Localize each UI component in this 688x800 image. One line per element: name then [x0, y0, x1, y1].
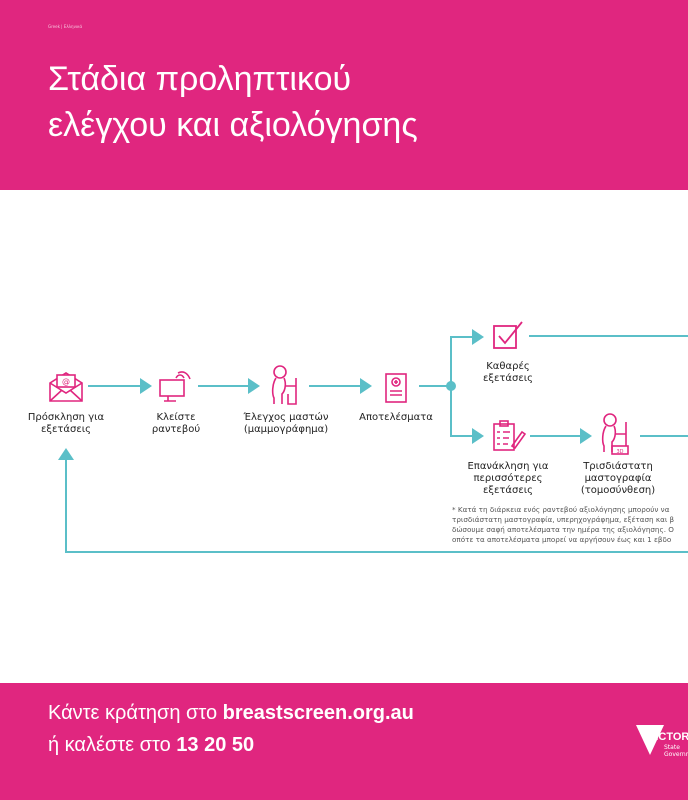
- results-document-icon: [385, 373, 407, 403]
- phone-number[interactable]: 13 20 50: [176, 734, 255, 756]
- footnote-line: * Κατά τη διάρκεια ενός ραντεβού αξιολόγ…: [452, 505, 670, 514]
- step-screening: Έλεγχος μαστών (μαμμογράφημα): [243, 412, 329, 435]
- title-line: ελέγχου και αξιολόγησης: [48, 106, 418, 144]
- step-tomosynthesis: Τρισδιάστατη μαστογραφία (τομοσύνθεση): [580, 461, 656, 496]
- page-title: Στάδια προληπτικού ελέγχου και αξιολόγησ…: [48, 56, 418, 148]
- mammogram-icon: [271, 365, 297, 405]
- footnote-line: δώσουμε σαφή αποτελέσματα την ημέρα της …: [452, 525, 674, 534]
- 3d-mammogram-icon: 3D: [601, 413, 629, 455]
- footnote-line: τρισδιάστατη μαστογραφία, υπερηχογράφημα…: [452, 515, 675, 524]
- svg-text:@: @: [62, 377, 70, 386]
- website-link[interactable]: breastscreen.org.au: [222, 702, 414, 724]
- return-arrow: [58, 448, 688, 553]
- header: Greek | Ελληνικά Στάδια προληπτικού ελέγ…: [0, 0, 688, 190]
- arrow: [450, 329, 484, 386]
- government-logo: VICTORIA: [648, 731, 688, 743]
- victoria-triangle-logo-icon: [636, 725, 664, 755]
- email-invitation-icon: @: [49, 372, 83, 402]
- junction-dot: [446, 381, 456, 391]
- step-recall: Επανάκληση για περισσότερες εξετάσεις: [467, 461, 549, 496]
- step-results: Αποτελέσματα: [359, 412, 433, 423]
- footnote-line: οπότε τα αποτελέσματα μπορεί να αργήσουν…: [452, 535, 672, 544]
- government-logo-sub: StateGovernment: [664, 744, 688, 758]
- footnote: * Κατά τη διάρκεια ενός ραντεβού αξιολόγ…: [452, 505, 688, 545]
- svg-text:3D: 3D: [616, 449, 623, 455]
- title-line: Στάδια προληπτικού: [48, 60, 352, 98]
- cta-text: Κάντε κράτηση στο: [48, 702, 223, 724]
- arrow: [450, 386, 484, 444]
- language-label: Greek | Ελληνικά: [48, 24, 83, 29]
- step-clear: Καθαρές εξετάσεις: [483, 361, 533, 384]
- call-to-action: Κάντε κράτηση στο breastscreen.org.au ή …: [48, 697, 414, 761]
- step-book: Κλείστε ραντεβού: [151, 412, 201, 435]
- cta-text: ή καλέστε στο: [48, 734, 177, 756]
- clipboard-icon: [493, 420, 526, 451]
- footer: Κάντε κράτηση στο breastscreen.org.au ή …: [0, 683, 688, 800]
- checkbox-tick-icon: [493, 321, 523, 349]
- step-invitation: Πρόσκληση για εξετάσεις: [27, 412, 105, 435]
- phone-computer-icon: [159, 371, 191, 402]
